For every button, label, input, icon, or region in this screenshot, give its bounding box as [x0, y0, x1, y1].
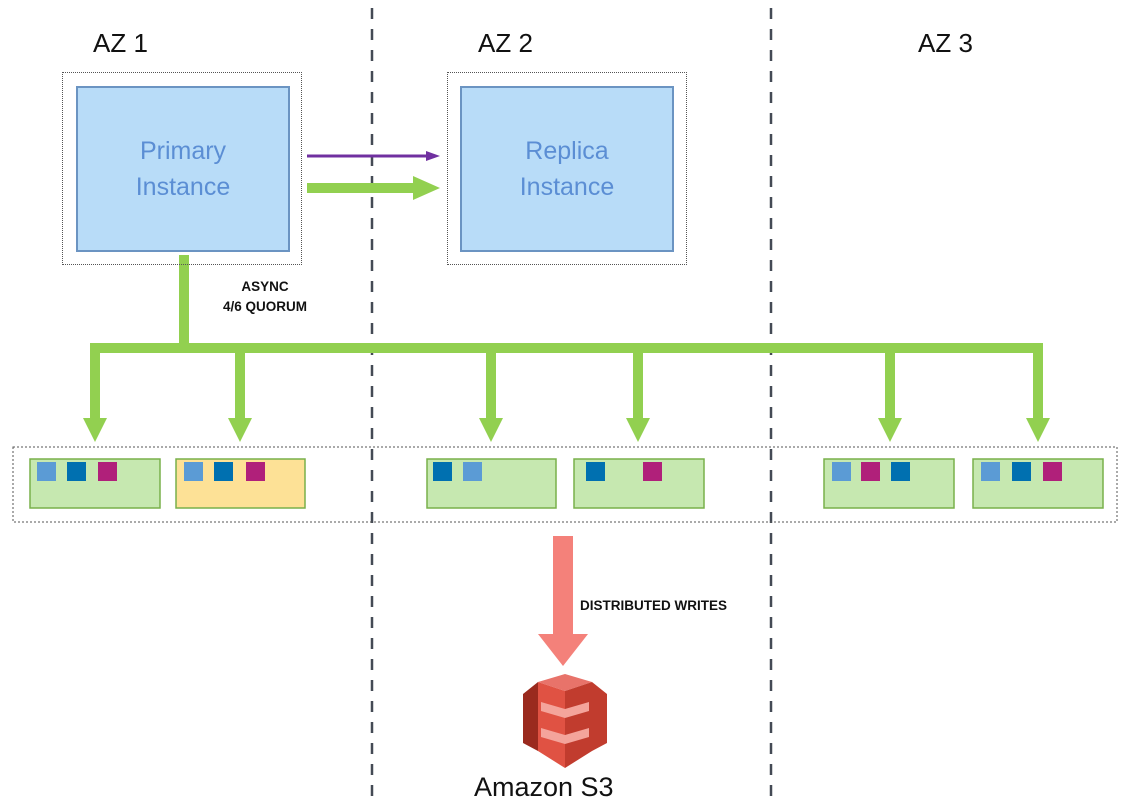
data-block — [891, 462, 910, 481]
storage-node-az1-b — [175, 458, 306, 509]
fanout-arrowhead — [626, 418, 650, 442]
az-label-1: AZ 1 — [93, 28, 148, 58]
data-block — [67, 462, 86, 481]
fanout-arrowhead — [479, 418, 503, 442]
fanout-arrowhead — [83, 418, 107, 442]
storage-node-az2-b — [573, 458, 705, 509]
data-block — [433, 462, 452, 481]
amazon-s3-label: Amazon S3 — [474, 772, 614, 802]
storage-row-frame — [12, 446, 1118, 523]
az-label-3: AZ 3 — [918, 28, 973, 58]
data-block — [643, 462, 662, 481]
amazon-s3-icon — [523, 674, 607, 768]
data-block — [98, 462, 117, 481]
data-block — [861, 462, 880, 481]
storage-node-az2-a — [426, 458, 557, 509]
fanout-arrowhead — [1026, 418, 1050, 442]
data-block — [586, 462, 605, 481]
green-replication-arrow — [307, 176, 440, 200]
data-block — [981, 462, 1000, 481]
replica-instance: Replica Instance — [460, 86, 674, 252]
primary-instance: Primary Instance — [76, 86, 290, 252]
az-label-2: AZ 2 — [478, 28, 533, 58]
primary-instance-frame — [62, 72, 302, 265]
replica-instance-frame — [447, 72, 687, 265]
purple-arrow — [307, 151, 440, 161]
data-block — [1043, 462, 1062, 481]
storage-node-az3-a — [823, 458, 955, 509]
async-label: ASYNC — [241, 279, 289, 294]
distributed-writes-label: DISTRIBUTED WRITES — [580, 598, 727, 613]
data-block — [246, 462, 265, 481]
async-quorum-note: ASYNC 4/6 QUORUM — [210, 277, 320, 317]
storage-node-az3-b — [972, 458, 1104, 509]
data-block — [214, 462, 233, 481]
distributed-writes-arrow — [538, 536, 588, 666]
primary-instance-label: Primary Instance — [135, 137, 231, 201]
data-block — [1012, 462, 1031, 481]
data-block — [832, 462, 851, 481]
storage-nodes — [29, 458, 1104, 509]
replica-instance-label: Replica Instance — [519, 137, 615, 201]
data-block — [184, 462, 203, 481]
data-block — [463, 462, 482, 481]
storage-node-az1-a — [29, 458, 161, 509]
data-block — [37, 462, 56, 481]
write-fanout-arrows — [83, 255, 1050, 442]
quorum-label: 4/6 QUORUM — [222, 299, 307, 314]
fanout-arrowhead — [878, 418, 902, 442]
fanout-arrowhead — [228, 418, 252, 442]
